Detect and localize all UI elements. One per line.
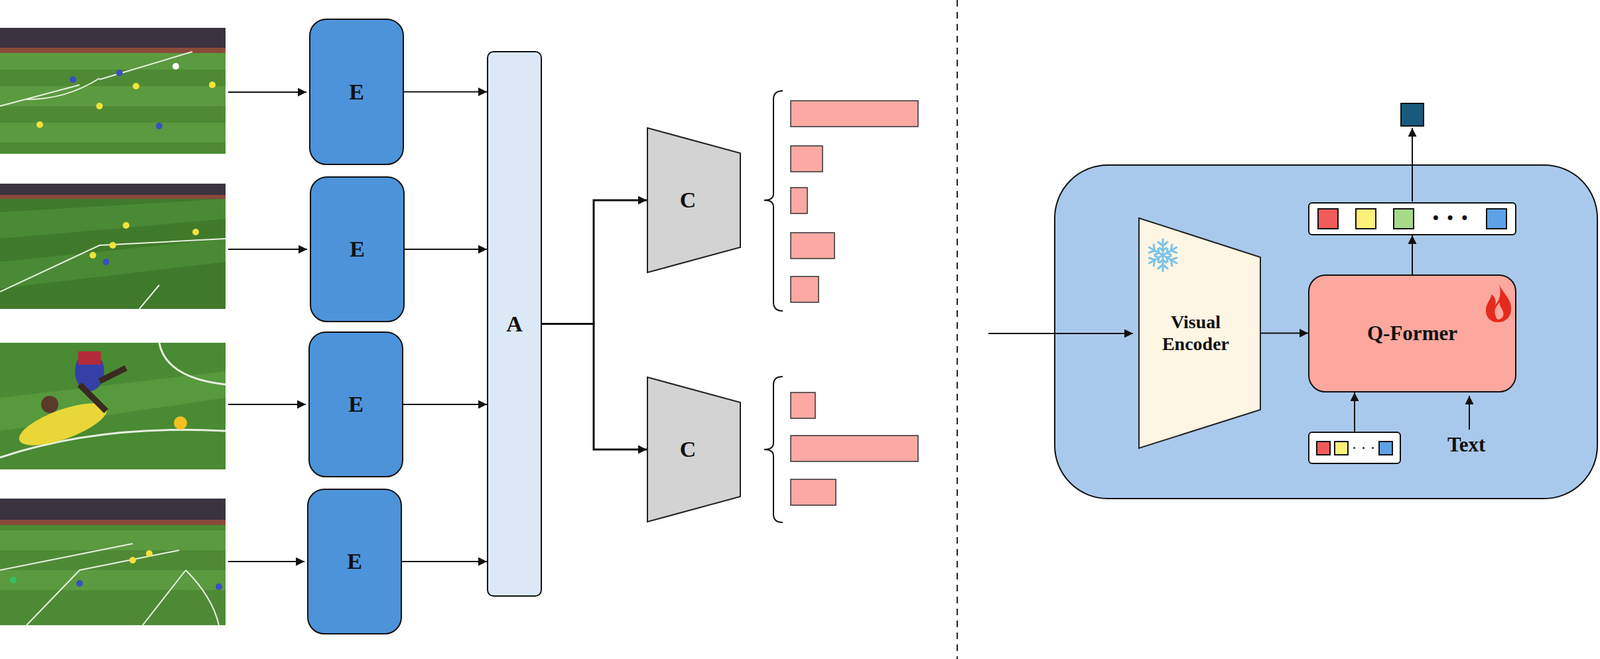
encoder-trapezoid: Visual Encoder	[1138, 217, 1262, 450]
classifier-trapezoid: C	[646, 127, 741, 274]
token-square	[1355, 208, 1377, 230]
token-square	[1393, 208, 1415, 230]
frozen-icon	[1144, 237, 1181, 274]
soccer-frame	[0, 498, 226, 626]
token-square	[1316, 441, 1331, 456]
soccer-frame	[0, 27, 226, 154]
connector	[1411, 235, 1413, 275]
node-label: C	[679, 187, 697, 213]
node-label: E	[348, 392, 364, 418]
trainable-icon	[1481, 282, 1516, 324]
text-arrow	[1468, 396, 1470, 430]
connector	[404, 248, 487, 251]
node-label: E	[349, 236, 365, 263]
connector	[1353, 392, 1356, 432]
token-row: • • •	[1308, 202, 1517, 236]
encoder-box: E	[309, 176, 405, 323]
connector	[403, 403, 487, 406]
divider	[956, 0, 958, 659]
soccer-frame	[0, 342, 226, 470]
node-label: · · ·	[1351, 439, 1376, 457]
node-label: C	[679, 437, 697, 463]
input-label: Text	[1447, 433, 1486, 458]
encoder-box: E	[308, 331, 404, 478]
classifier-trapezoid: C	[646, 376, 741, 523]
score-bars	[790, 100, 919, 506]
model-panel	[1054, 165, 1598, 499]
input-arrow	[228, 91, 307, 93]
connector	[401, 561, 487, 563]
bracket	[764, 90, 783, 312]
connector	[1261, 333, 1309, 335]
node-label: Q-Former	[1367, 321, 1458, 346]
encoder-box: E	[309, 18, 404, 166]
qformer-box: Q-Former	[1308, 274, 1517, 393]
output-token	[1400, 103, 1424, 127]
token-square	[1485, 208, 1508, 230]
token-square	[1378, 441, 1394, 456]
input-arrow	[988, 333, 1134, 335]
connector	[541, 324, 647, 451]
token-square	[1317, 208, 1339, 230]
query-row: · · ·	[1308, 431, 1401, 465]
token-square	[1333, 441, 1349, 456]
node-label: E	[348, 79, 365, 105]
soccer-frame	[0, 183, 226, 310]
node-label: • • •	[1430, 209, 1470, 229]
connector	[541, 200, 647, 325]
node-label: E	[346, 549, 363, 575]
input-arrow	[228, 403, 306, 406]
input-arrow	[228, 248, 308, 251]
aggregator-box: A	[486, 51, 542, 598]
output-arrow	[1411, 128, 1413, 202]
node-label: Visual Encoder	[1146, 311, 1246, 355]
connector	[403, 91, 487, 93]
input-arrow	[228, 561, 305, 563]
encoder-box: E	[307, 488, 402, 635]
bracket	[764, 376, 783, 523]
node-label: A	[506, 311, 523, 337]
